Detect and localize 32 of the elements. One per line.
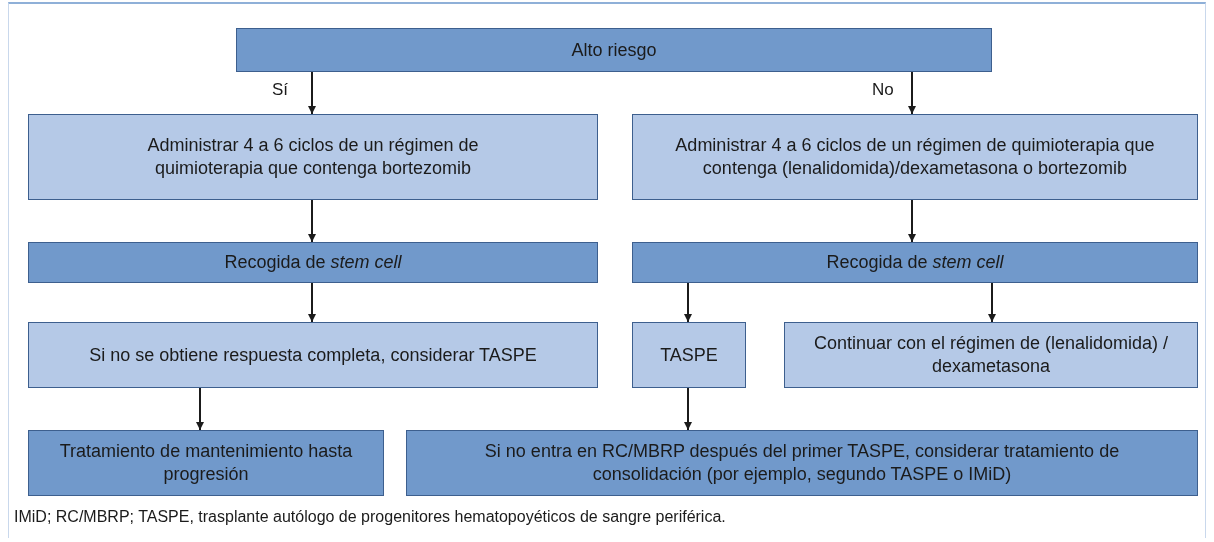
process-box	[28, 242, 598, 283]
process-box	[406, 430, 1198, 496]
box-text: Si no entra en RC/MBRP después del primer TASPE, considerar tratamiento de consolidación (por ejemplo, segundo TASPE o IMiD)	[483, 440, 1121, 486]
arrow	[684, 387, 692, 431]
box-text: Si no se obtiene respuesta completa, considerar TASPE	[89, 343, 537, 367]
arrow	[988, 282, 996, 323]
process-box	[632, 242, 1198, 283]
arrow	[196, 387, 204, 431]
box-text: Administrar 4 a 6 ciclos de un régimen de quimioterapia que contenga (lenalidomida)/dexametasona o bortezomib	[674, 134, 1156, 180]
arrow	[684, 282, 692, 323]
edge-label: No	[872, 80, 894, 100]
box-text: Alto riesgo	[571, 38, 657, 62]
arrow	[308, 71, 316, 115]
arrow	[308, 282, 316, 323]
box-text: Recogida de stem cell	[826, 251, 1004, 274]
process-box	[632, 322, 746, 388]
arrow	[308, 199, 316, 243]
process-box	[28, 430, 384, 496]
process-box	[236, 28, 992, 72]
arrow	[908, 199, 916, 243]
caption: IMiD; RC/MBRP; TASPE, trasplante autólogo de progenitores hematopoyéticos de sangre periférica.	[14, 508, 726, 526]
process-box	[28, 114, 598, 200]
process-box	[632, 114, 1198, 200]
arrow	[908, 71, 916, 115]
box-text: Administrar 4 a 6 ciclos de un régimen de quimioterapia que contenga bortezomib	[146, 134, 480, 180]
process-box	[28, 322, 598, 388]
box-text: Tratamiento de mantenimiento hasta progresión	[58, 440, 354, 486]
edge-label: Sí	[272, 80, 289, 100]
process-box	[784, 322, 1198, 388]
box-text: Continuar con el régimen de (lenalidomida) / dexametasona	[812, 332, 1170, 378]
box-text: Recogida de stem cell	[224, 251, 402, 274]
box-text: TASPE	[660, 343, 718, 367]
